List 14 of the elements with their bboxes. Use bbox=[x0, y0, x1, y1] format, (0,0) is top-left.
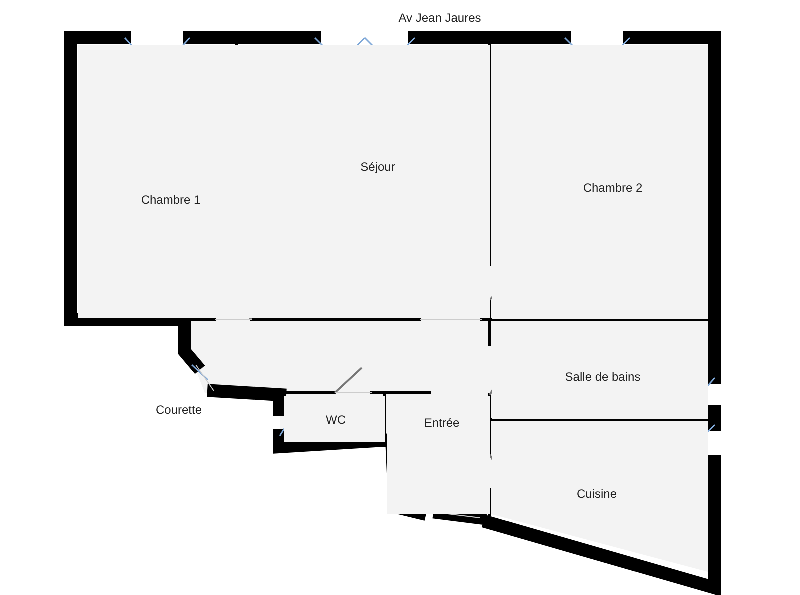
room-name: Entrée bbox=[424, 416, 460, 430]
room-name: Chambre 2 bbox=[583, 181, 643, 195]
room-area bbox=[237, 45, 490, 318]
street-name: Av Jean Jaures bbox=[398, 11, 482, 25]
room-name: Salle de bains bbox=[565, 370, 641, 384]
area-label: Courette bbox=[156, 403, 202, 417]
room-name: Séjour bbox=[360, 160, 396, 174]
room-area bbox=[387, 396, 490, 514]
room-name: Chambre 1 bbox=[141, 193, 201, 207]
room-area bbox=[492, 45, 708, 319]
room-name: WC bbox=[326, 413, 346, 427]
room-name: Cuisine bbox=[576, 487, 618, 501]
room-area bbox=[78, 45, 237, 318]
room-area bbox=[284, 396, 385, 442]
